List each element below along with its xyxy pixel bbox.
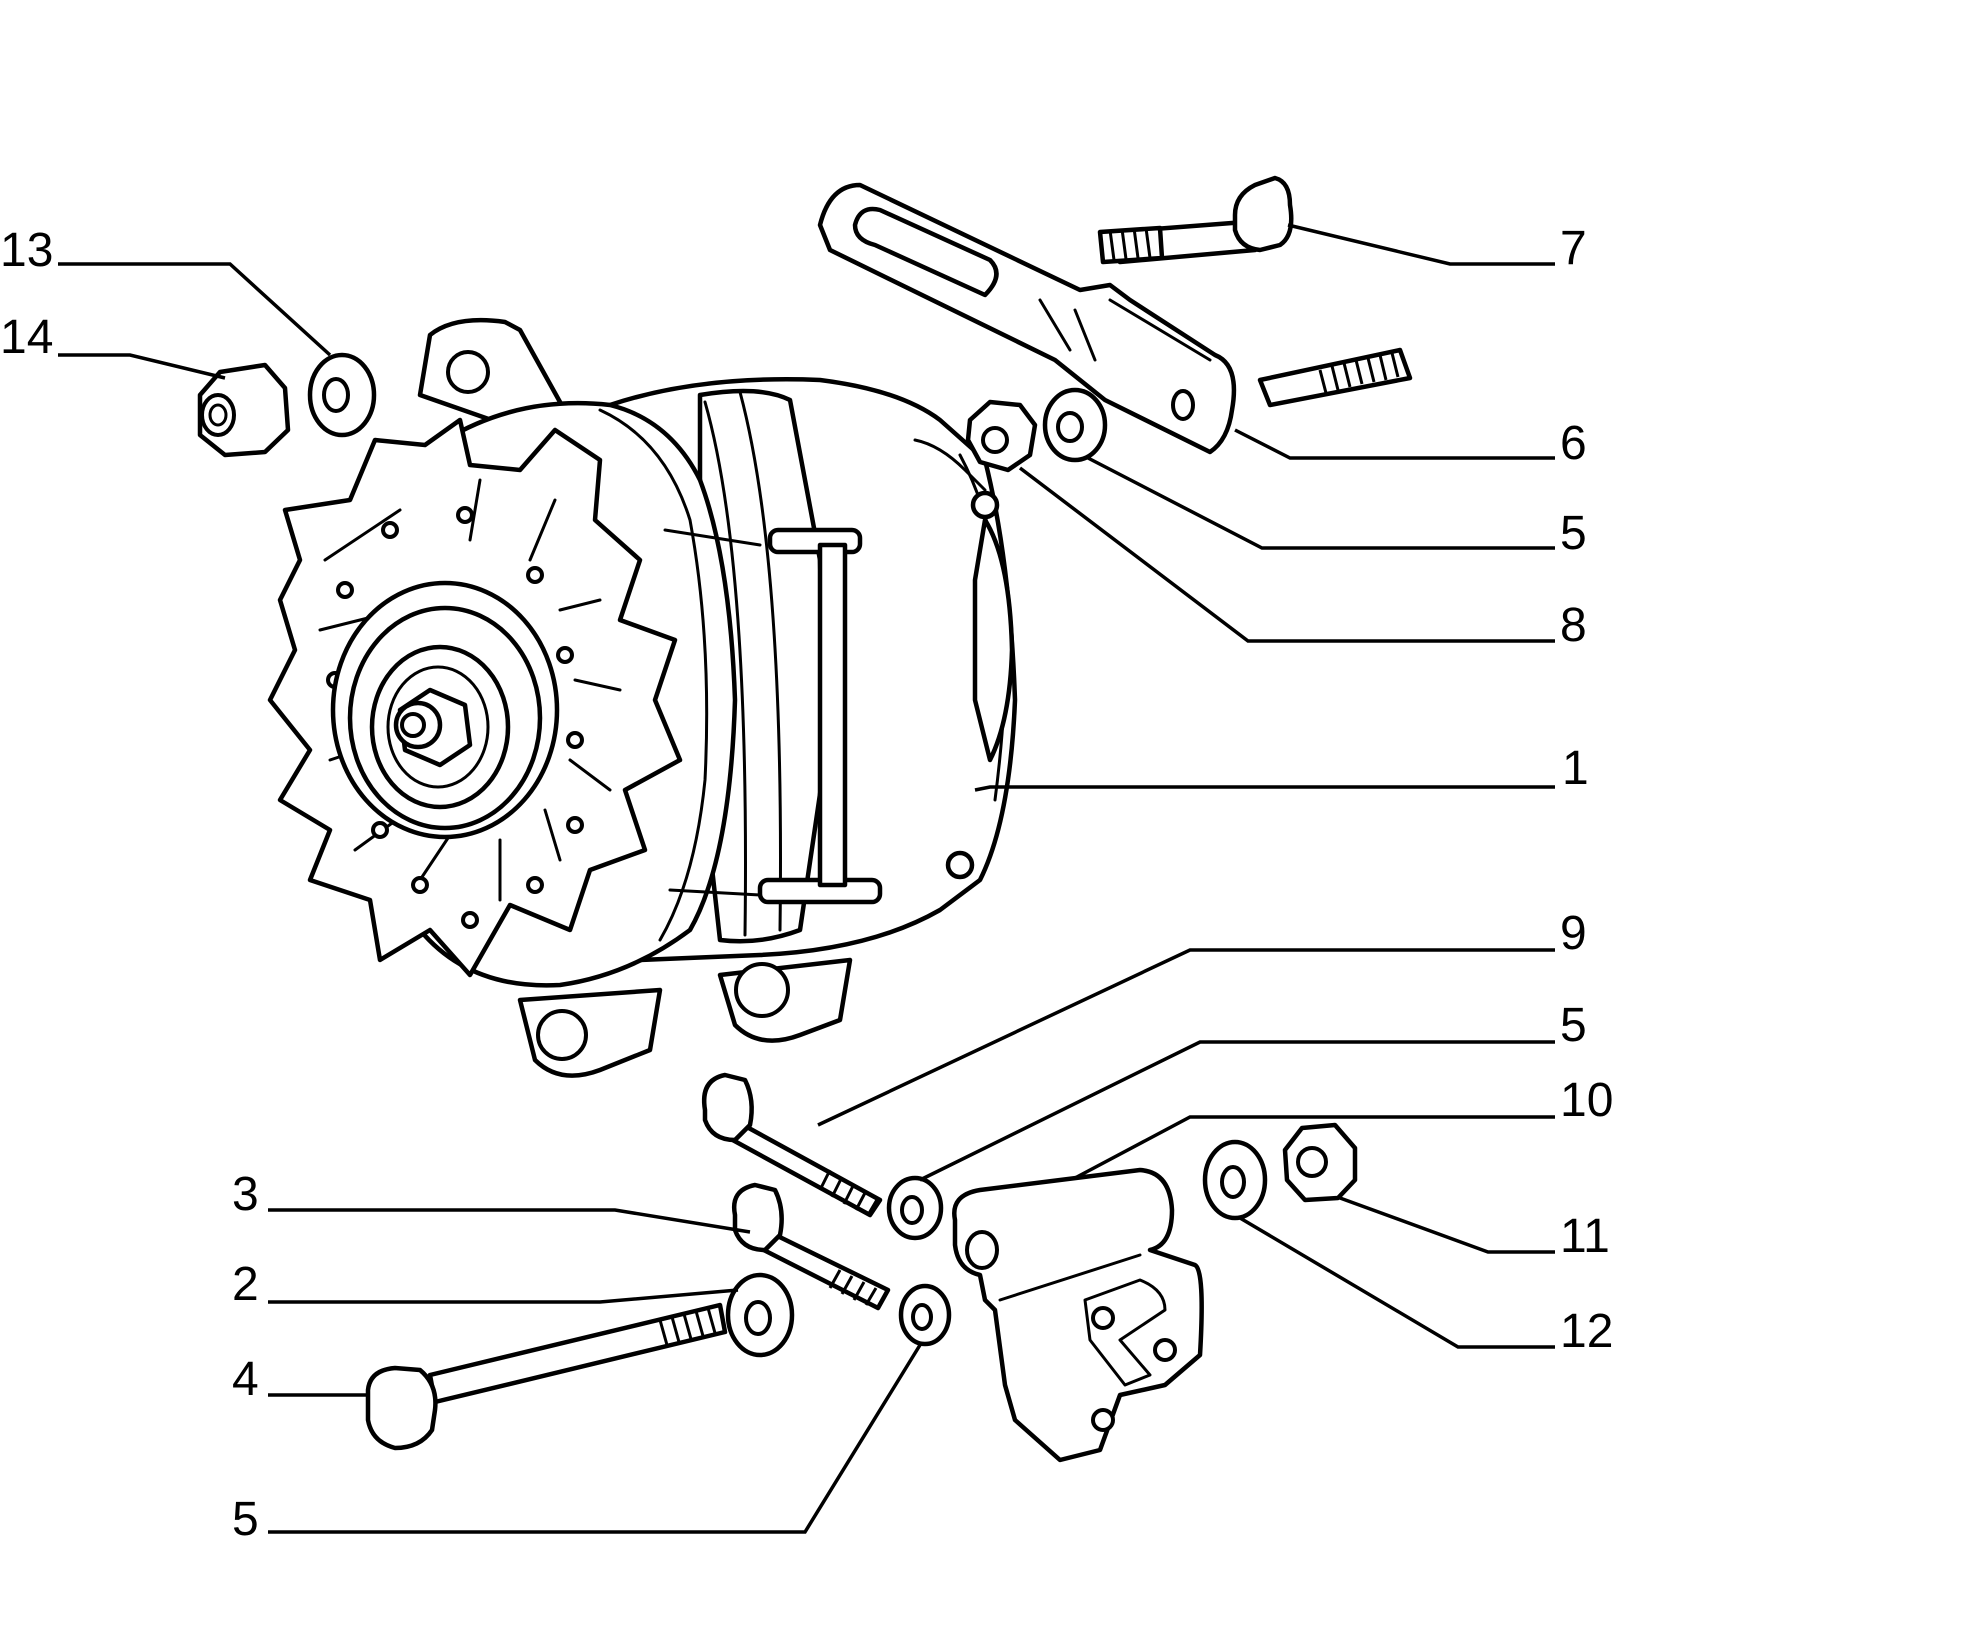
leader-5-middle <box>919 1040 1555 1182</box>
leader-10 <box>1074 1115 1555 1180</box>
leader-11 <box>1339 1196 1555 1254</box>
leader-14 <box>58 353 226 380</box>
leader-8 <box>1018 466 1555 643</box>
adjusting-bracket <box>817 182 1237 455</box>
bolt-7 <box>1097 175 1294 265</box>
nut-14 <box>197 362 291 458</box>
leader-1 <box>974 785 1555 792</box>
callout-3: 3 <box>232 1168 259 1221</box>
leader-9 <box>817 948 1555 1127</box>
callout-10: 10 <box>1560 1074 1613 1127</box>
callout-5-top: 5 <box>1560 507 1587 560</box>
washer-12 <box>1202 1139 1268 1221</box>
leader-7 <box>1287 223 1555 266</box>
leader-13 <box>58 262 332 357</box>
support-bracket-10 <box>952 1167 1204 1463</box>
callout-4: 4 <box>232 1353 259 1406</box>
callout-12: 12 <box>1560 1305 1613 1358</box>
washer-5-bottom <box>898 1283 952 1347</box>
leader-3 <box>268 1208 751 1234</box>
callout-7: 7 <box>1560 222 1587 275</box>
callout-labels: 13 14 7 6 5 8 1 9 5 10 3 11 2 12 4 5 <box>0 222 1613 1546</box>
callout-13: 13 <box>0 224 53 277</box>
alternator-body <box>267 317 1018 1078</box>
washer-2 <box>725 1272 795 1358</box>
bolt-3 <box>731 1182 891 1311</box>
washer-5-top <box>1042 387 1108 463</box>
leader-5-bottom <box>268 1344 922 1534</box>
callout-11: 11 <box>1560 1210 1610 1263</box>
stud <box>1257 347 1413 408</box>
leader-lines <box>58 223 1555 1534</box>
leader-2 <box>268 1288 739 1304</box>
bolt-4 <box>365 1302 728 1451</box>
callout-1: 1 <box>1562 742 1589 795</box>
callout-9: 9 <box>1560 907 1587 960</box>
washer-13 <box>307 352 377 438</box>
callout-5-middle: 5 <box>1560 999 1587 1052</box>
leader-6 <box>1234 428 1555 460</box>
callout-5-bottom: 5 <box>232 1493 259 1546</box>
callout-2: 2 <box>232 1258 259 1311</box>
callout-14: 14 <box>0 311 53 364</box>
bolt-9 <box>701 1072 883 1218</box>
nut-11 <box>1282 1122 1358 1203</box>
callout-6: 6 <box>1560 417 1587 470</box>
callout-8: 8 <box>1560 599 1587 652</box>
washer-5-middle <box>886 1175 944 1241</box>
leader-12 <box>1239 1216 1555 1349</box>
nut-8 <box>965 399 1038 473</box>
leader-5-top <box>1087 456 1555 550</box>
